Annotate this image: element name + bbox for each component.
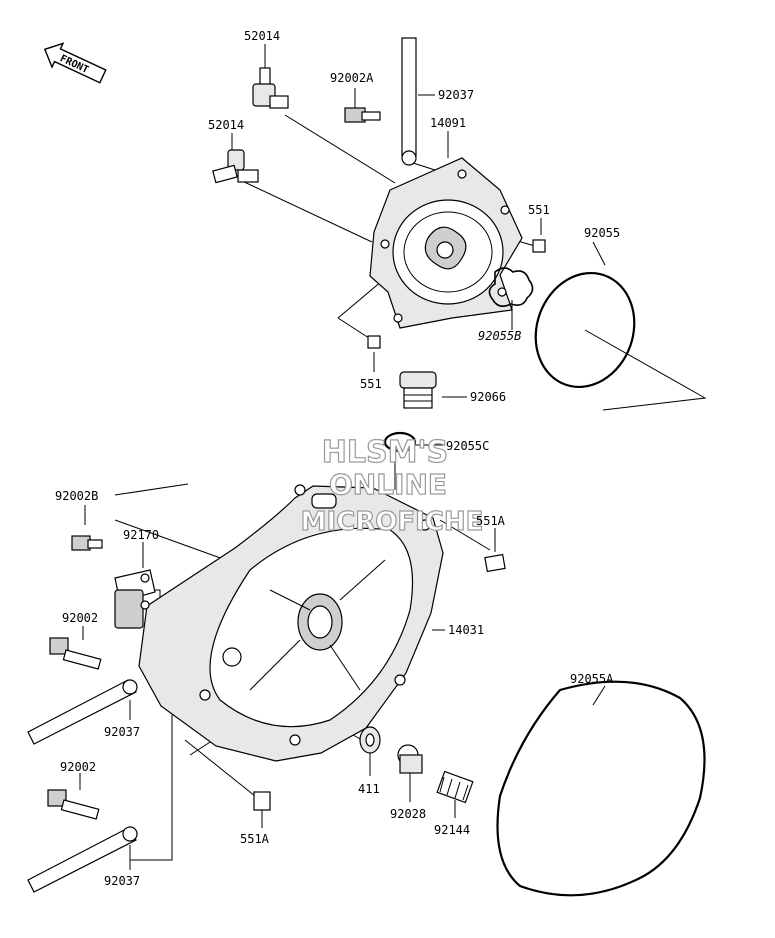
label-92066: 92066: [470, 390, 506, 404]
label-551A-lower: 551A: [240, 832, 270, 846]
label-92028: 92028: [390, 807, 426, 821]
dowel-551-upper: [532, 239, 546, 253]
watermark-line-1: HLSM'S: [322, 435, 448, 470]
label-92002-upper: 92002: [62, 611, 98, 625]
strap-92037-middle: [27, 679, 138, 745]
washer-411: [359, 726, 381, 754]
label-92037-middle: 92037: [104, 725, 140, 739]
gasket-92055B: [488, 267, 534, 308]
part-labels: 52014 52014 92002A 92037 14091 551 92055…: [55, 29, 620, 888]
bolt-92002-upper: [49, 637, 102, 670]
gasket-92055A: [496, 680, 706, 897]
oring-92055C: [383, 431, 417, 453]
fitting-52014-upper: [252, 67, 289, 109]
dowel-551-lower: [367, 335, 381, 349]
watermark: HLSM'S ONLINE MICROFICHE: [300, 434, 484, 537]
label-92055B: 92055B: [478, 329, 521, 343]
dowel-551A-lower: [253, 791, 271, 811]
label-92170: 92170: [123, 528, 159, 542]
bolt-92002-lower: [47, 789, 100, 820]
bolt-92002B: [71, 535, 103, 551]
front-arrow: FRONT: [43, 42, 107, 84]
bolt-92002A: [344, 107, 381, 123]
label-551-upper: 551: [528, 203, 550, 217]
watermark-line-3: MICROFICHE: [301, 507, 484, 537]
housing-14031: [138, 484, 444, 762]
label-411: 411: [358, 782, 380, 796]
label-92037-lower: 92037: [104, 874, 140, 888]
label-551-lower: 551: [360, 377, 382, 391]
label-92037-upper: 92037: [438, 88, 474, 102]
label-92055A: 92055A: [570, 672, 614, 686]
label-551A-upper: 551A: [476, 514, 506, 528]
cover-14091: [369, 157, 523, 329]
watermark-line-2: ONLINE: [329, 468, 447, 501]
dowel-551A-upper: [484, 553, 506, 573]
fitting-52014-lower: [212, 149, 259, 184]
label-92055C: 92055C: [446, 439, 489, 453]
label-52014-lower: 52014: [208, 118, 244, 132]
label-92144: 92144: [434, 823, 470, 837]
oring-92055: [534, 271, 636, 389]
collar-92028: [397, 744, 423, 774]
label-92002-lower: 92002: [60, 760, 96, 774]
label-92002A: 92002A: [330, 71, 374, 85]
label-92055: 92055: [584, 226, 620, 240]
spring-92144: [436, 770, 474, 804]
label-52014-upper: 52014: [244, 29, 280, 43]
clamp-92170: [114, 569, 156, 629]
label-92002B: 92002B: [55, 489, 98, 503]
label-14031: 14031: [448, 623, 484, 637]
plug-92066: [399, 371, 437, 409]
strap-92037-lower: [27, 826, 138, 893]
label-14091: 14091: [430, 116, 466, 130]
strap-92037-upper: [401, 37, 417, 166]
